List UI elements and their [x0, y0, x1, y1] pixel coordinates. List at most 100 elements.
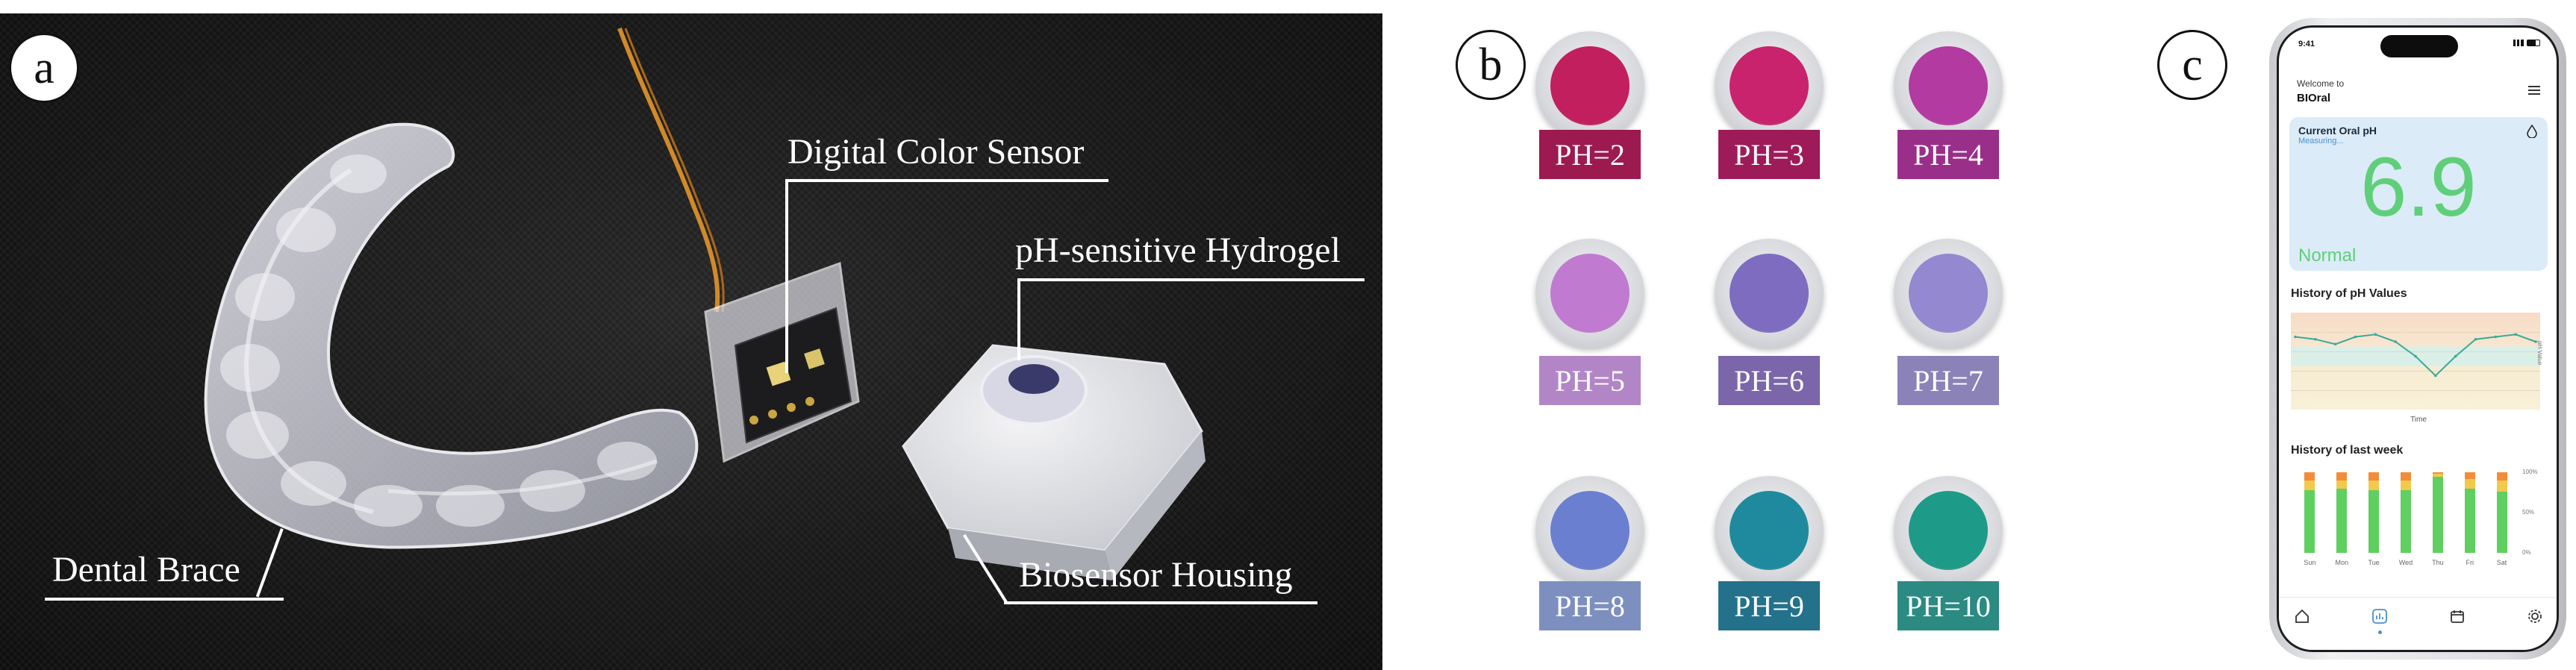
ph-history-point [2514, 333, 2517, 336]
hydrogel-sample [1909, 46, 1988, 125]
dental-brace-illustration [204, 27, 1206, 580]
week-bar-segment [2401, 472, 2411, 480]
measuring-text: Measuring... [2298, 137, 2344, 145]
ph-history-point [2414, 354, 2417, 358]
week-bar-segment [2401, 480, 2411, 490]
hydrogel-sample [1909, 491, 1988, 570]
sample-dish [1894, 31, 2003, 140]
ph-history-point [2374, 333, 2377, 336]
hydrogel-sample [1550, 254, 1630, 333]
ph-history-point [2333, 342, 2337, 346]
ph-label: PH=7 [1897, 356, 1999, 405]
chart-icon[interactable] [2371, 608, 2388, 634]
status-time: 9:41 [2298, 40, 2315, 48]
week-bar-segment [2336, 488, 2348, 553]
sample-dish [1894, 476, 2003, 585]
housing-label: Biosensor Housing [1019, 555, 1293, 595]
ph-label: PH=5 [1539, 356, 1641, 405]
ph-label: PH=6 [1718, 356, 1820, 405]
dynamic-island [2380, 35, 2458, 57]
sample-dish [1535, 476, 1644, 585]
current-ph-title: Current Oral pH [2298, 125, 2377, 137]
week-bar-segment [2432, 472, 2443, 475]
calendar-icon[interactable] [2449, 608, 2466, 628]
brace-leader-h [45, 598, 284, 601]
color-sensor-leader-v [785, 179, 788, 373]
ph-history-chart [2291, 313, 2540, 410]
droplet-icon [2527, 124, 2537, 139]
sample-dish [1535, 31, 1644, 140]
week-bar-segment [2464, 478, 2475, 489]
week-bar-segment [2464, 472, 2475, 479]
week-bar-segment [2336, 472, 2348, 480]
week-tick-label: 0% [2522, 549, 2531, 556]
sample-dish [1535, 239, 1644, 348]
signal-icon [2513, 40, 2524, 46]
phone-screen: 9:41 Welcome to BIOral Current Oral pH M… [2277, 25, 2559, 652]
welcome-text: Welcome to [2297, 78, 2345, 89]
week-bar-segment [2336, 480, 2348, 489]
hydrogel-sample [1550, 46, 1630, 125]
ph-history-point [2354, 335, 2357, 339]
week-day-label: Wed [2398, 559, 2413, 566]
ph-label: PH=3 [1718, 130, 1820, 179]
week-day-label: Mon [2335, 559, 2349, 566]
week-bar-segment [2304, 472, 2315, 480]
ph-status: Normal [2298, 245, 2357, 266]
brace-label: Dental Brace [52, 550, 240, 589]
hydrogel-sample [1550, 491, 1630, 570]
history-xlabel: Time [2410, 416, 2427, 424]
week-bar-segment [2304, 489, 2315, 553]
settings-icon[interactable] [2527, 608, 2543, 628]
ph-label: PH=2 [1539, 130, 1641, 179]
history-ylabel: pH Value [2536, 341, 2543, 366]
week-bar-segment [2401, 489, 2411, 553]
hydrogel-sample [1909, 254, 1988, 333]
ph-label: PH=10 [1897, 581, 1999, 630]
hydrogel-sample [1730, 491, 1809, 570]
week-day-label: Thu [2432, 559, 2444, 566]
current-ph-card[interactable]: Current Oral pH Measuring... 6.9 Normal [2289, 117, 2548, 271]
phone-mockup: 9:41 Welcome to BIOral Current Oral pH M… [2269, 18, 2566, 660]
week-title: History of last week [2291, 444, 2404, 457]
hydrogel-sample [1730, 254, 1809, 333]
status-icons [2513, 40, 2540, 46]
sample-dish [1715, 239, 1824, 348]
device-photo: Digital Color Sensor pH-sensitive Hydrog… [0, 13, 1382, 670]
ph-label: PH=8 [1539, 581, 1641, 630]
ph-history-point [2494, 335, 2498, 339]
week-day-label: Sat [2496, 559, 2507, 566]
week-bar-segment [2432, 474, 2443, 478]
week-bar-segment [2496, 472, 2507, 480]
hydrogel-leader-v [1017, 278, 1020, 360]
battery-icon [2527, 40, 2540, 46]
sample-dish [1715, 31, 1824, 140]
week-bar-segment [2368, 489, 2380, 553]
home-icon[interactable] [2294, 608, 2310, 628]
panel-b-letter: b [1456, 30, 1526, 100]
ph-history-point [2534, 340, 2537, 343]
ph-label: PH=4 [1897, 130, 1999, 179]
ph-history-point [2434, 374, 2437, 378]
ph-value: 6.9 [2360, 140, 2477, 234]
ph-history-point [2294, 335, 2297, 339]
app-name: BIOral [2297, 92, 2331, 104]
ph-history-point [2314, 337, 2317, 341]
menu-icon[interactable] [2528, 86, 2540, 95]
bottom-nav [2279, 597, 2557, 650]
week-bar-segment [2368, 480, 2380, 490]
panel-c-letter: c [2157, 30, 2227, 100]
color-sensor-label: Digital Color Sensor [788, 132, 1085, 172]
week-day-label: Fri [2466, 559, 2474, 566]
ph-label: PH=9 [1718, 581, 1820, 630]
panel-a-letter: a [9, 33, 79, 103]
hydrogel-sample [1730, 46, 1809, 125]
ph-history-point [2474, 337, 2477, 341]
week-day-label: Sun [2304, 559, 2316, 566]
ph-history-point [2394, 340, 2397, 343]
week-tick-label: 100% [2522, 469, 2538, 475]
week-bar-segment [2368, 472, 2380, 480]
week-bar-segment [2304, 480, 2315, 490]
sample-dish [1894, 239, 2003, 348]
